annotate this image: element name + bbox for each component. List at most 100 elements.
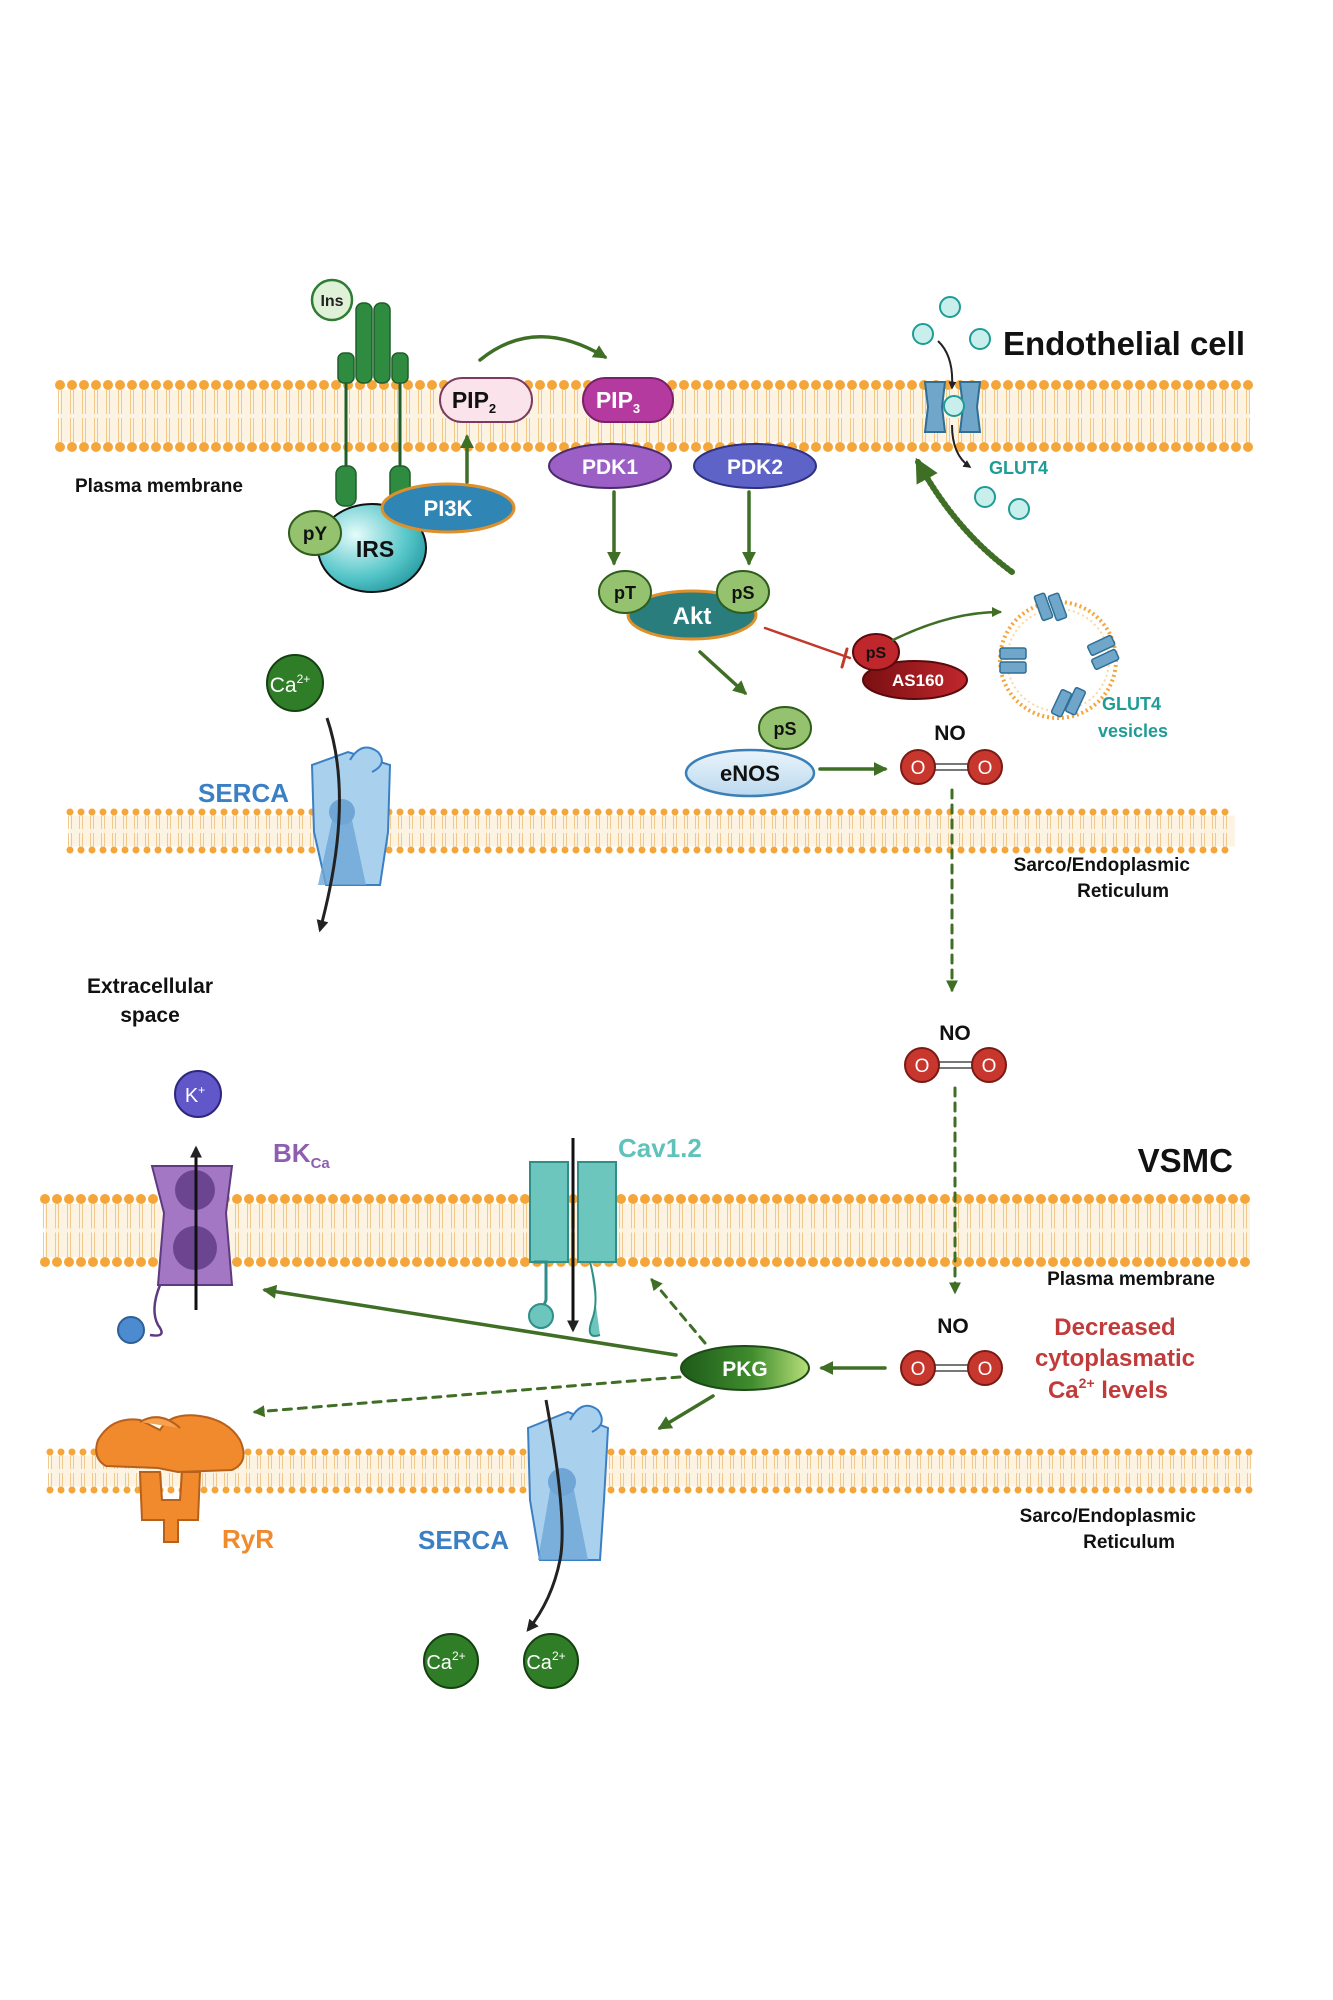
vsmc-title: VSMC — [1138, 1142, 1233, 1179]
glucose-particle — [1008, 498, 1030, 520]
cav12-channel — [528, 1161, 617, 1337]
glucose-entry-arrow — [937, 340, 957, 390]
glucose-particle — [943, 395, 965, 417]
as160-protein — [862, 660, 968, 700]
potassium-ion: K+ — [174, 1070, 222, 1118]
glucose-particle — [974, 486, 996, 508]
extracellular-label-2: space — [120, 1004, 180, 1027]
ryr-channel — [95, 1414, 245, 1543]
no-molecule-3: NO O O — [900, 1315, 1003, 1386]
no-molecule-2: NO O O — [904, 1022, 1007, 1083]
svg-text:O: O — [978, 758, 993, 779]
pt-label: pT — [614, 583, 636, 603]
as160-label: AS160 — [892, 671, 944, 690]
pt-phospho — [598, 570, 652, 614]
svg-text:O: O — [911, 758, 926, 779]
pi3k-label: PI3K — [424, 496, 473, 521]
glut4-vesicles-label-2: vesicles — [1098, 721, 1168, 741]
sarco-er-label-top-2: Reticulum — [1077, 881, 1169, 902]
decreased-label-2: cytoplasmatic — [1035, 1345, 1195, 1372]
pkg-protein — [680, 1345, 810, 1391]
pip2-to-pip3-arrow — [478, 335, 608, 362]
plasma-membrane-label-top: Plasma membrane — [75, 476, 243, 497]
insulin-circle — [310, 278, 354, 322]
serca-top-pump — [310, 746, 392, 886]
ca-uptake-arrow-bottom — [526, 1399, 564, 1632]
sarco-er-label-bottom-1: Sarco/Endoplasmic — [1020, 1506, 1197, 1527]
extracellular-label-1: Extracellular — [87, 975, 213, 998]
as160-to-vesicle-arrow — [891, 607, 1002, 642]
vesicle-translocation-arrow — [915, 457, 1015, 575]
pdk2-label: PDK2 — [727, 456, 783, 479]
inhibition-bar — [840, 647, 849, 669]
serca-bottom-pump — [526, 1404, 610, 1561]
glucose-exit-arrow — [951, 424, 972, 468]
pathway-arrows — [252, 335, 1015, 1430]
glut4-vesicles-label-1: GLUT4 — [1102, 694, 1161, 714]
pkg-to-bkca-arrow — [262, 1284, 678, 1357]
pkg-to-cav12-arrow — [650, 1278, 707, 1345]
svg-text:O: O — [915, 1056, 930, 1077]
ps-akt-phospho — [716, 570, 770, 614]
svg-text:O: O — [982, 1056, 997, 1077]
pkg-label: PKG — [722, 1358, 768, 1381]
enos-protein — [684, 748, 816, 798]
ps-enos-label: pS — [773, 719, 796, 739]
svg-text:Ca2+: Ca2+ — [426, 1649, 465, 1674]
ryr-label: RyR — [222, 1524, 274, 1554]
enos-label: eNOS — [720, 761, 780, 786]
pip3-label: PIP3 — [596, 387, 640, 416]
vesicle-glut4-icon — [999, 592, 1120, 718]
pdk1-protein — [548, 443, 672, 489]
glut4-label: GLUT4 — [989, 458, 1048, 478]
calcium-ion-top: Ca2+ — [266, 654, 324, 712]
bkca-channel — [117, 1165, 234, 1344]
decreased-label-3: Ca2+ levels — [1048, 1375, 1168, 1404]
no-molecule-1: NO O O — [900, 722, 1003, 785]
svg-text:O: O — [911, 1359, 926, 1380]
pdk2-protein — [693, 443, 817, 489]
ps-akt-label: pS — [731, 583, 754, 603]
insulin-label: Ins — [320, 293, 343, 310]
pkg-to-serca-arrow — [657, 1394, 715, 1430]
glut4-transporter — [923, 381, 982, 433]
bkca-label: BKCa — [273, 1138, 330, 1172]
ca-uptake-arrow-top — [316, 717, 341, 933]
akt-inhibits-as160 — [763, 626, 852, 660]
er-membrane-vsmc — [46, 1448, 1253, 1494]
svg-text:O: O — [978, 1359, 993, 1380]
ps-as160-phospho — [852, 633, 900, 671]
no-label-2: NO — [939, 1022, 971, 1045]
akt-to-enos-arrow — [698, 650, 748, 695]
sarco-er-label-bottom-2: Reticulum — [1083, 1532, 1175, 1553]
ps-as160-label: pS — [866, 645, 887, 662]
svg-text:Ca2+: Ca2+ — [526, 1649, 565, 1674]
no-label-1: NO — [934, 722, 966, 745]
pip3-lipid — [582, 377, 674, 423]
glucose-particle — [969, 328, 991, 350]
glucose-particle — [939, 296, 961, 318]
cav12-label: Cav1.2 — [618, 1133, 702, 1163]
calcium-ion-bottom-2: Ca2+ — [523, 1633, 579, 1689]
plasma-membrane-label-bottom: Plasma membrane — [1047, 1269, 1215, 1290]
sarco-er-label-top-1: Sarco/Endoplasmic — [1014, 855, 1191, 876]
decreased-label-1: Decreased — [1054, 1314, 1175, 1341]
irs-label: IRS — [356, 536, 394, 562]
no-label-3: NO — [937, 1315, 969, 1338]
pdk1-label: PDK1 — [582, 456, 638, 479]
er-membrane-endothelial — [66, 808, 1235, 854]
pi3k-protein — [380, 482, 516, 534]
svg-text:Ca2+: Ca2+ — [270, 672, 311, 697]
glucose-particle — [912, 323, 934, 345]
serca-top-label: SERCA — [198, 778, 289, 808]
serca-bottom-label: SERCA — [418, 1525, 509, 1555]
endothelial-cell-title: Endothelial cell — [1003, 325, 1245, 362]
pip2-lipid — [439, 377, 533, 423]
pip2-label: PIP2 — [452, 387, 496, 416]
py-phospho — [288, 510, 342, 556]
calcium-ion-bottom-1: Ca2+ — [423, 1633, 479, 1689]
plasma-membrane-vsmc — [40, 1194, 1250, 1267]
pkg-to-ryr-arrow — [252, 1375, 682, 1418]
svg-text:K+: K+ — [185, 1083, 205, 1107]
